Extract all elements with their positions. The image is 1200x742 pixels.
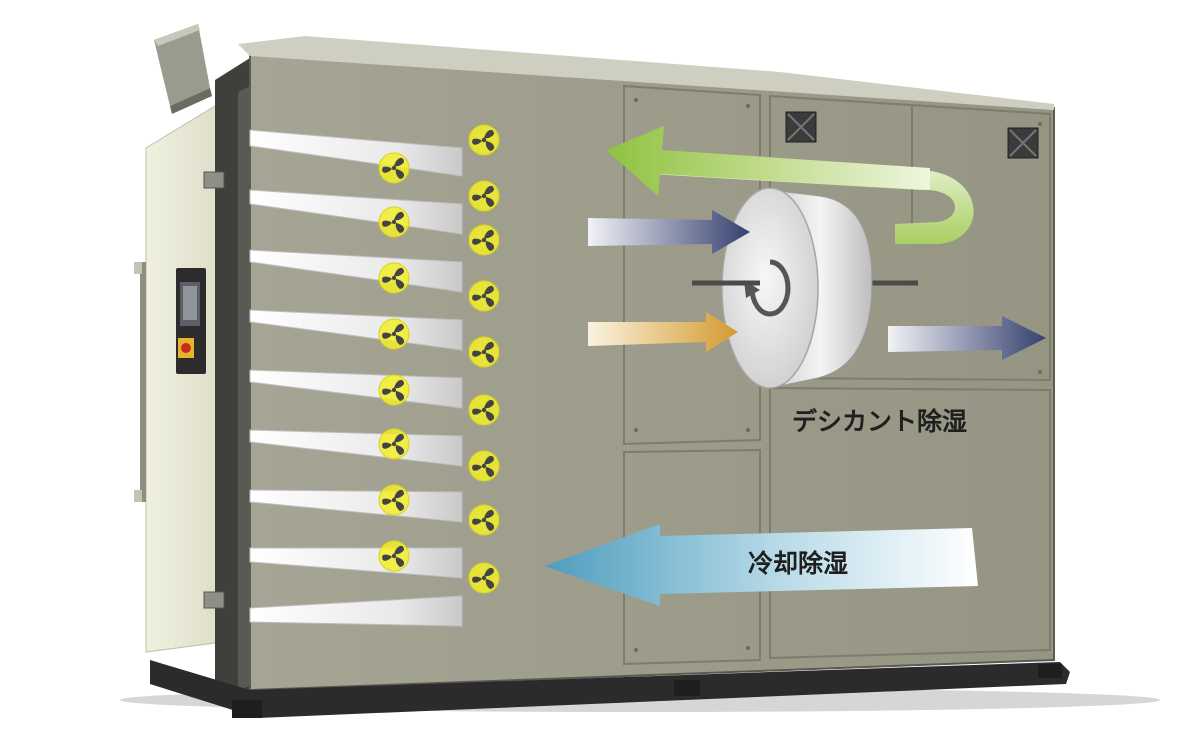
vent-grille-icon	[785, 111, 1039, 159]
top-exhaust-hood	[154, 24, 210, 106]
return-air-arrow	[606, 126, 974, 244]
side-rail	[140, 262, 146, 502]
cooling-dehumidification-label: 冷却除湿	[748, 549, 849, 578]
process-air-inlet-arrow	[588, 210, 750, 254]
emergency-stop-icon	[178, 338, 194, 358]
cooling-air-arrow	[544, 524, 978, 606]
control-panel-icon	[176, 268, 206, 374]
desiccant-rotor	[721, 187, 873, 389]
regeneration-air-arrow	[588, 312, 738, 352]
dry-air-outlet-arrow	[888, 316, 1046, 360]
desiccant-dehumidification-label: デシカント除湿	[792, 407, 968, 436]
door-hinges	[203, 171, 225, 609]
cabinet-base	[150, 660, 1070, 718]
heat-exchanger-plates	[249, 129, 463, 627]
panel-fasteners	[634, 98, 1042, 652]
